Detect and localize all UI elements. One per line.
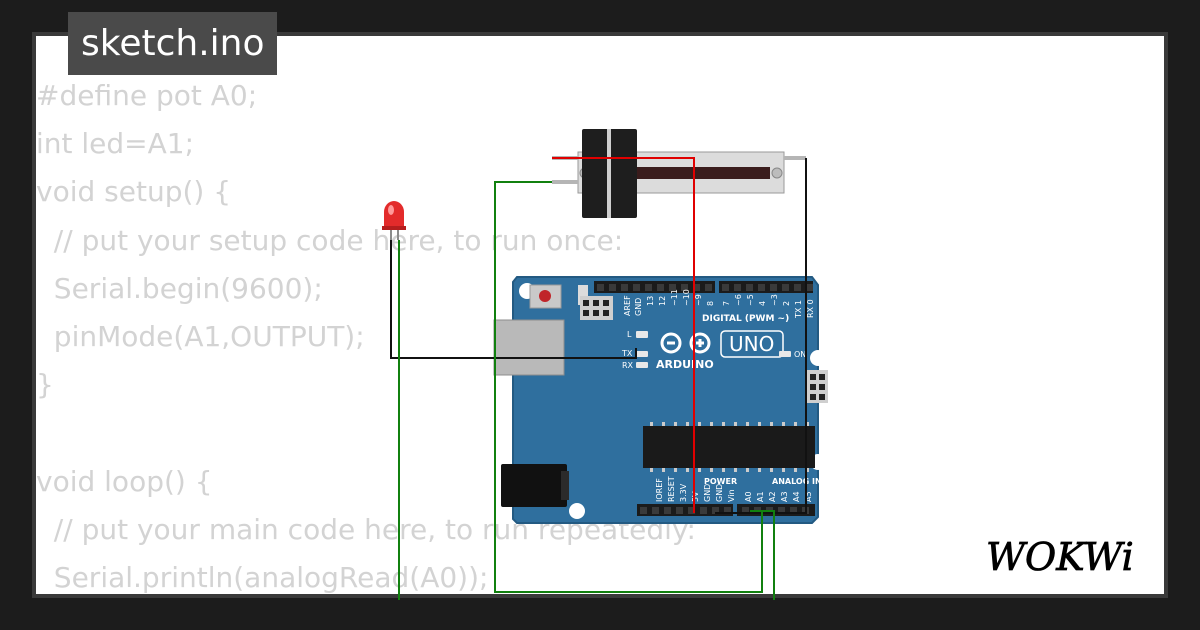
chip-pins <box>650 422 809 472</box>
mounting-hole <box>810 350 826 366</box>
pin-label: 13 <box>646 296 655 306</box>
pin-label: A1 <box>756 491 765 502</box>
code-line: void loop() { <box>36 464 213 498</box>
power-jack <box>501 464 569 507</box>
code-line: int led=A1; <box>36 127 195 161</box>
pin-label: ~6 <box>734 294 743 306</box>
pin-label: A4 <box>792 491 801 502</box>
model-label: UNO <box>729 332 774 356</box>
pin-label-aref: AREF <box>623 295 632 316</box>
digital-pin-holes <box>597 284 813 291</box>
code-line: #define pot A0; <box>36 79 258 112</box>
screw-icon <box>771 167 783 179</box>
led-label-rx: RX <box>622 361 634 370</box>
model-frame <box>720 330 784 358</box>
code-line: } <box>36 368 54 402</box>
file-tab[interactable]: sketch.ino <box>68 12 278 75</box>
pin-label: GND <box>715 484 724 502</box>
pin-label: ~9 <box>694 294 703 306</box>
pin-label: 7 <box>722 301 731 306</box>
code-line: void setup() { <box>36 175 232 209</box>
pin-label-gnd: GND <box>634 298 643 316</box>
arduino-uno-board[interactable]: AREF GND 13 12 ~11 ~10 ~9 8 7 ~6 ~5 4 ~3… <box>493 276 828 524</box>
pin-label: 4 <box>758 301 767 306</box>
wire-gnd-led <box>390 240 637 359</box>
power-label: POWER <box>704 477 737 486</box>
pin-label: 8 <box>706 301 715 306</box>
brand-label: ARDUINO <box>656 358 714 371</box>
logo-text: WOKWi <box>986 535 1134 578</box>
wokwi-logo: WOKWi <box>986 535 1135 578</box>
wire-5v <box>552 157 695 513</box>
pin-label: ~5 <box>746 294 755 306</box>
led-label-tx: TX <box>621 349 633 358</box>
wire-gnd-pot <box>715 158 807 514</box>
pin-label: ~10 <box>682 289 691 306</box>
pin-label: RX 0 <box>806 299 815 318</box>
wire-a0 <box>494 181 763 593</box>
icsp-header <box>580 296 613 320</box>
atmega-chip <box>643 426 815 468</box>
led-label-on: ON <box>794 350 806 359</box>
pin-label: IOREF <box>655 478 664 502</box>
pin-label: ~11 <box>670 289 679 306</box>
pin-label: RESET <box>667 476 676 502</box>
pin-label: 3.3V <box>679 483 688 502</box>
pin-label: Vin <box>727 489 736 502</box>
digital-pwm-label: DIGITAL (PWM ~) <box>702 314 789 324</box>
code-line: Serial.println(analogRead(A0)); <box>36 561 489 595</box>
code-line: Serial.begin(9600); <box>36 271 323 305</box>
file-tab-title: sketch.ino <box>81 23 265 64</box>
pin-label: GND <box>703 484 712 502</box>
board-leds <box>636 331 791 368</box>
led-label-l: L <box>627 330 632 339</box>
pin-label: A2 <box>768 491 777 502</box>
pin-label: A5 <box>804 491 813 502</box>
code-line: pinMode(A1,OUTPUT); <box>36 320 365 354</box>
pin-label: 2 <box>782 301 791 306</box>
arduino-infinity-logo <box>660 332 711 354</box>
side-header <box>806 370 828 403</box>
board-clip <box>578 285 588 305</box>
pin-label: A3 <box>780 491 789 502</box>
code-editor: #define pot A0; int led=A1; void setup()… <box>36 72 696 602</box>
pin-label: ~3 <box>770 294 779 306</box>
pin-label: TX 1 <box>794 300 803 319</box>
reset-button[interactable] <box>529 284 562 309</box>
wire-a1 <box>750 510 775 600</box>
red-led[interactable] <box>382 201 406 240</box>
pin-label: 5V <box>691 491 700 502</box>
usb-port <box>493 319 565 376</box>
pin-label: 12 <box>658 296 667 306</box>
mounting-hole <box>569 503 585 519</box>
wires <box>390 157 807 600</box>
analog-in-label: ANALOG IN <box>772 477 822 486</box>
slide-potentiometer[interactable] <box>552 129 806 218</box>
pin-label: A0 <box>744 491 753 502</box>
